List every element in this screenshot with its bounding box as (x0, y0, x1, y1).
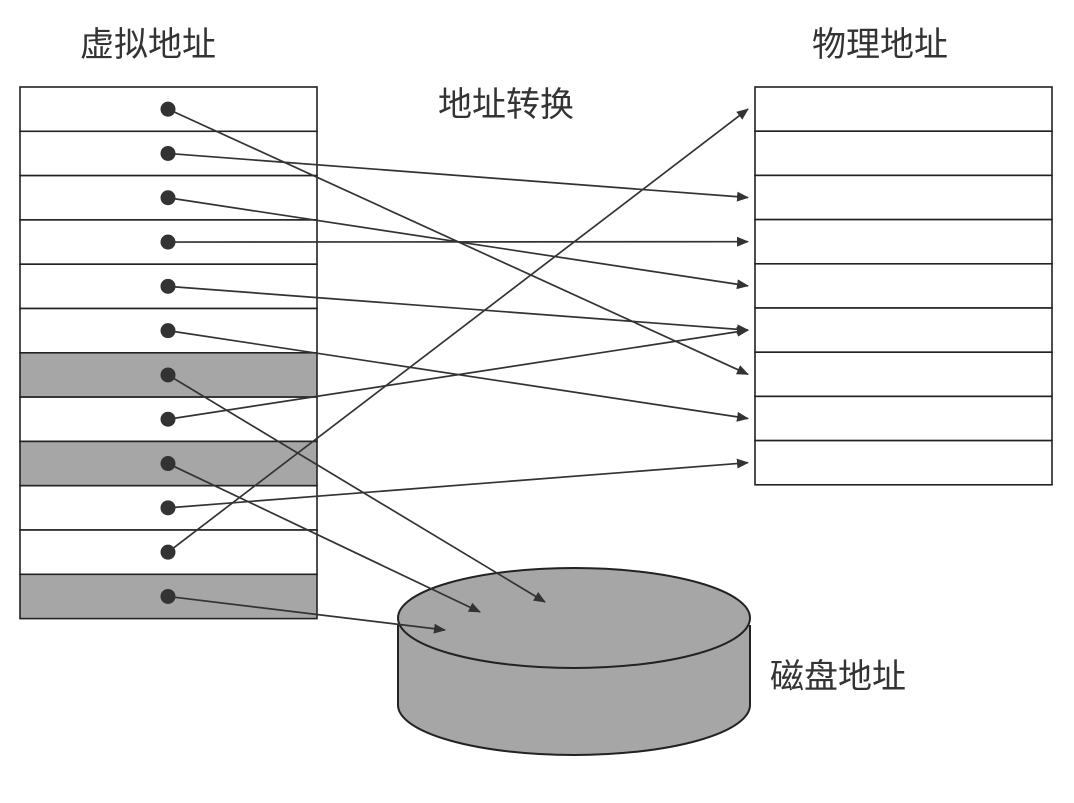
disk-mapping-arrow (167, 462, 481, 613)
page-dots (160, 101, 176, 604)
disk-top (397, 567, 751, 669)
page-dot (160, 544, 176, 560)
page-dot (160, 190, 176, 206)
page-dot (160, 145, 176, 161)
disk-address-label: 磁盘地址 (770, 657, 906, 697)
physical-address-label: 物理地址 (812, 25, 948, 65)
disk-cylinder (397, 567, 751, 756)
disk-mapping-arrow (167, 595, 446, 634)
page-dot (160, 367, 176, 383)
physical-frame-row (754, 439, 1053, 486)
page-dot (160, 411, 176, 427)
page-dot (160, 500, 176, 516)
page-dot (160, 588, 176, 604)
physical-frame-row (754, 351, 1053, 398)
page-dot (160, 234, 176, 250)
disk-mapping-arrow (167, 374, 546, 603)
address-mappings (167, 108, 749, 634)
physical-frame-row (754, 262, 1053, 309)
physical-frame-row (754, 130, 1053, 177)
page-dot (160, 323, 176, 339)
frame-mapping-arrow (167, 108, 749, 553)
frame-mapping-arrow (167, 285, 749, 335)
page-dot (160, 101, 176, 117)
page-dot (160, 278, 176, 294)
physical-frame-table (754, 86, 1053, 486)
virtual-page-table (19, 86, 318, 620)
physical-frame-row (754, 86, 1053, 133)
frame-mapping-arrow (167, 152, 749, 202)
frame-mapping-arrow (167, 458, 749, 509)
physical-frame-row (754, 218, 1053, 265)
physical-frame-row (754, 395, 1053, 442)
physical-frame-row (754, 307, 1053, 354)
virtual-address-label: 虚拟地址 (80, 25, 216, 65)
address-translation-label: 地址转换 (438, 85, 574, 125)
frame-mapping-arrow (167, 326, 749, 421)
page-dot (160, 456, 176, 472)
physical-frame-row (754, 174, 1053, 221)
